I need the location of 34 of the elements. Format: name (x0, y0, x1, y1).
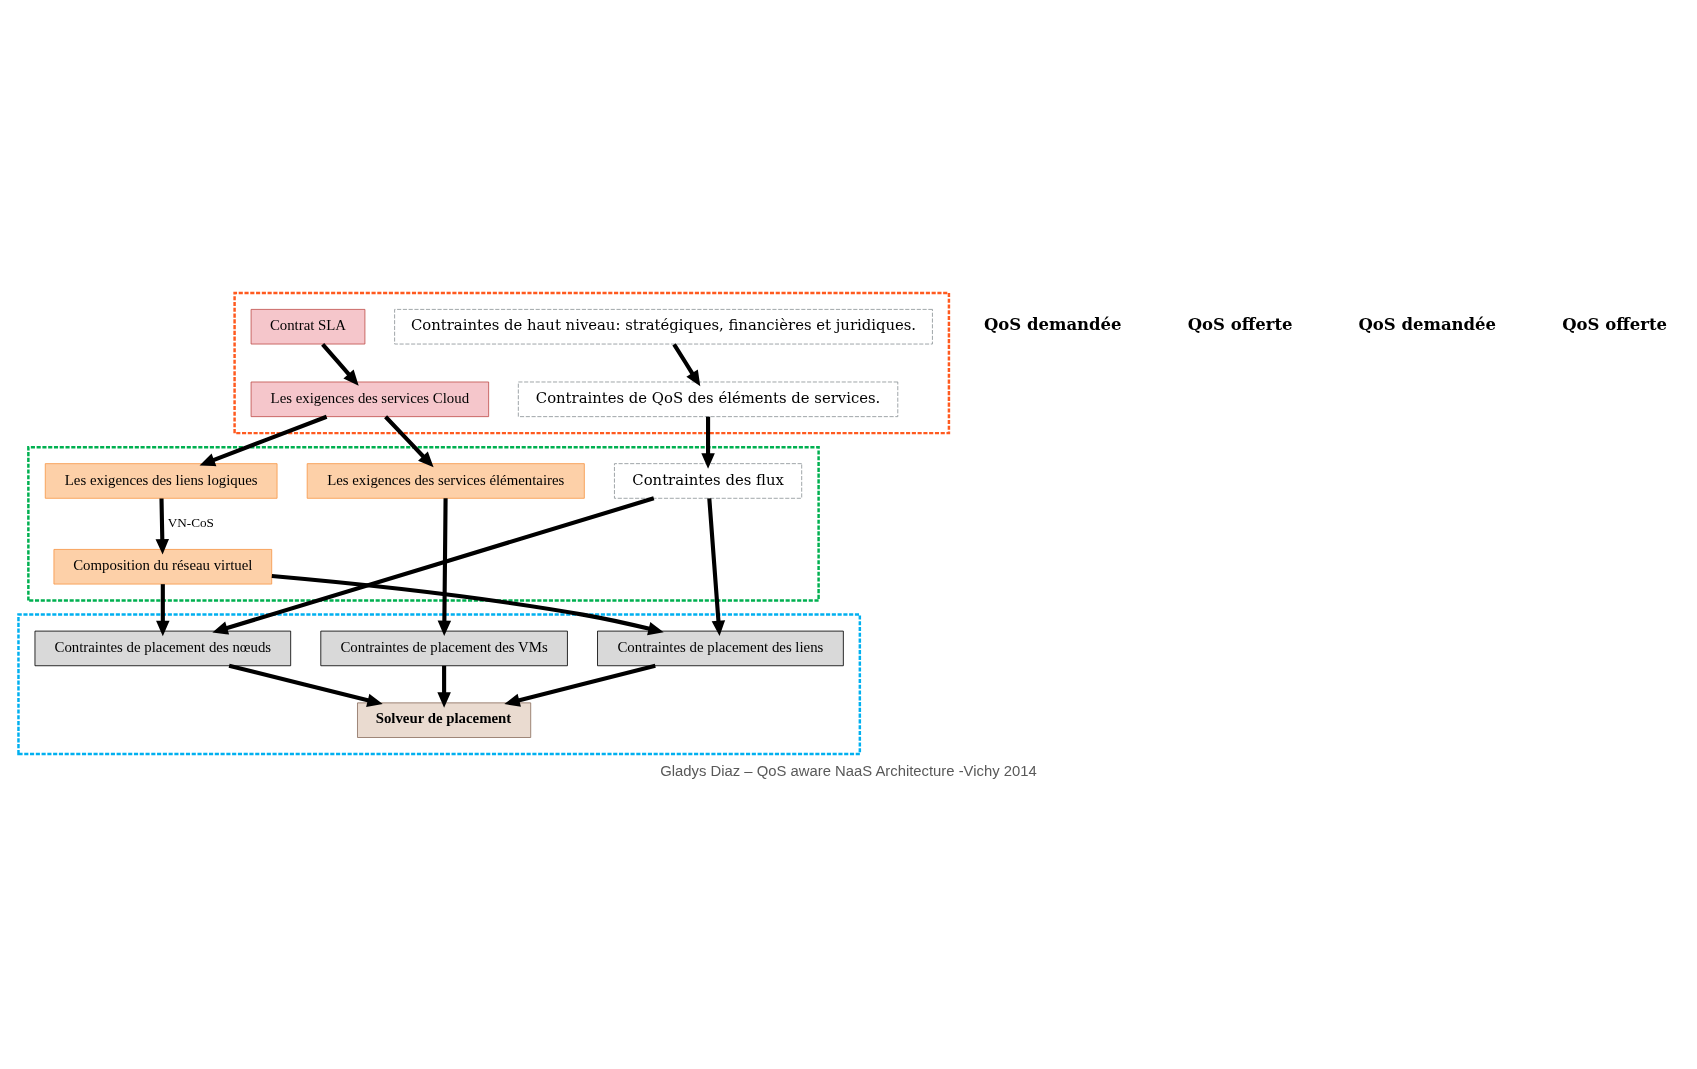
arrow (155, 497, 170, 554)
arrow (271, 573, 664, 635)
node-box: Contraintes de placement des liens (597, 630, 844, 666)
node-box: Contraintes des flux (614, 462, 803, 499)
edge-label: VN-CoS (167, 514, 214, 530)
cluster (27, 445, 820, 602)
node-box: Composition du réseau virtuel (53, 548, 273, 584)
node-box: Les exigences des services élémentaires (306, 462, 585, 499)
arrow (212, 495, 655, 634)
arrow (504, 663, 656, 707)
node-box: Contraintes de placement des VMs (320, 630, 568, 666)
arrow (321, 342, 359, 386)
cluster (17, 612, 862, 755)
node-box: Les exigences des services Cloud (250, 381, 490, 417)
caption: Gladys Diaz – QoS aware NaaS Architecture -Vichy 2014 (660, 762, 1037, 779)
cluster (233, 291, 951, 434)
label: QoS offerte (1562, 314, 1668, 334)
node-box: Contraintes de haut niveau: stratégiques, financières et juridiques. (394, 308, 933, 344)
label: QoS demandée (1358, 314, 1497, 334)
label: QoS offerte (1187, 314, 1293, 334)
arrow (701, 416, 715, 469)
arrow (437, 497, 452, 636)
arrow (672, 342, 701, 386)
arrow (228, 663, 383, 707)
arrow (156, 583, 170, 636)
arrow (707, 497, 726, 636)
node-box: Contraintes de placement des nœuds (34, 630, 292, 666)
node-box: Contraintes de QoS des éléments de services. (517, 381, 899, 417)
arrow (384, 414, 434, 467)
node-box: Solveur de placement (357, 701, 532, 738)
arrow (437, 665, 451, 708)
label: QoS demandée (983, 314, 1122, 334)
node-box: Contrat SLA (250, 308, 366, 344)
node-box: Les exigences des liens logiques (44, 462, 278, 499)
